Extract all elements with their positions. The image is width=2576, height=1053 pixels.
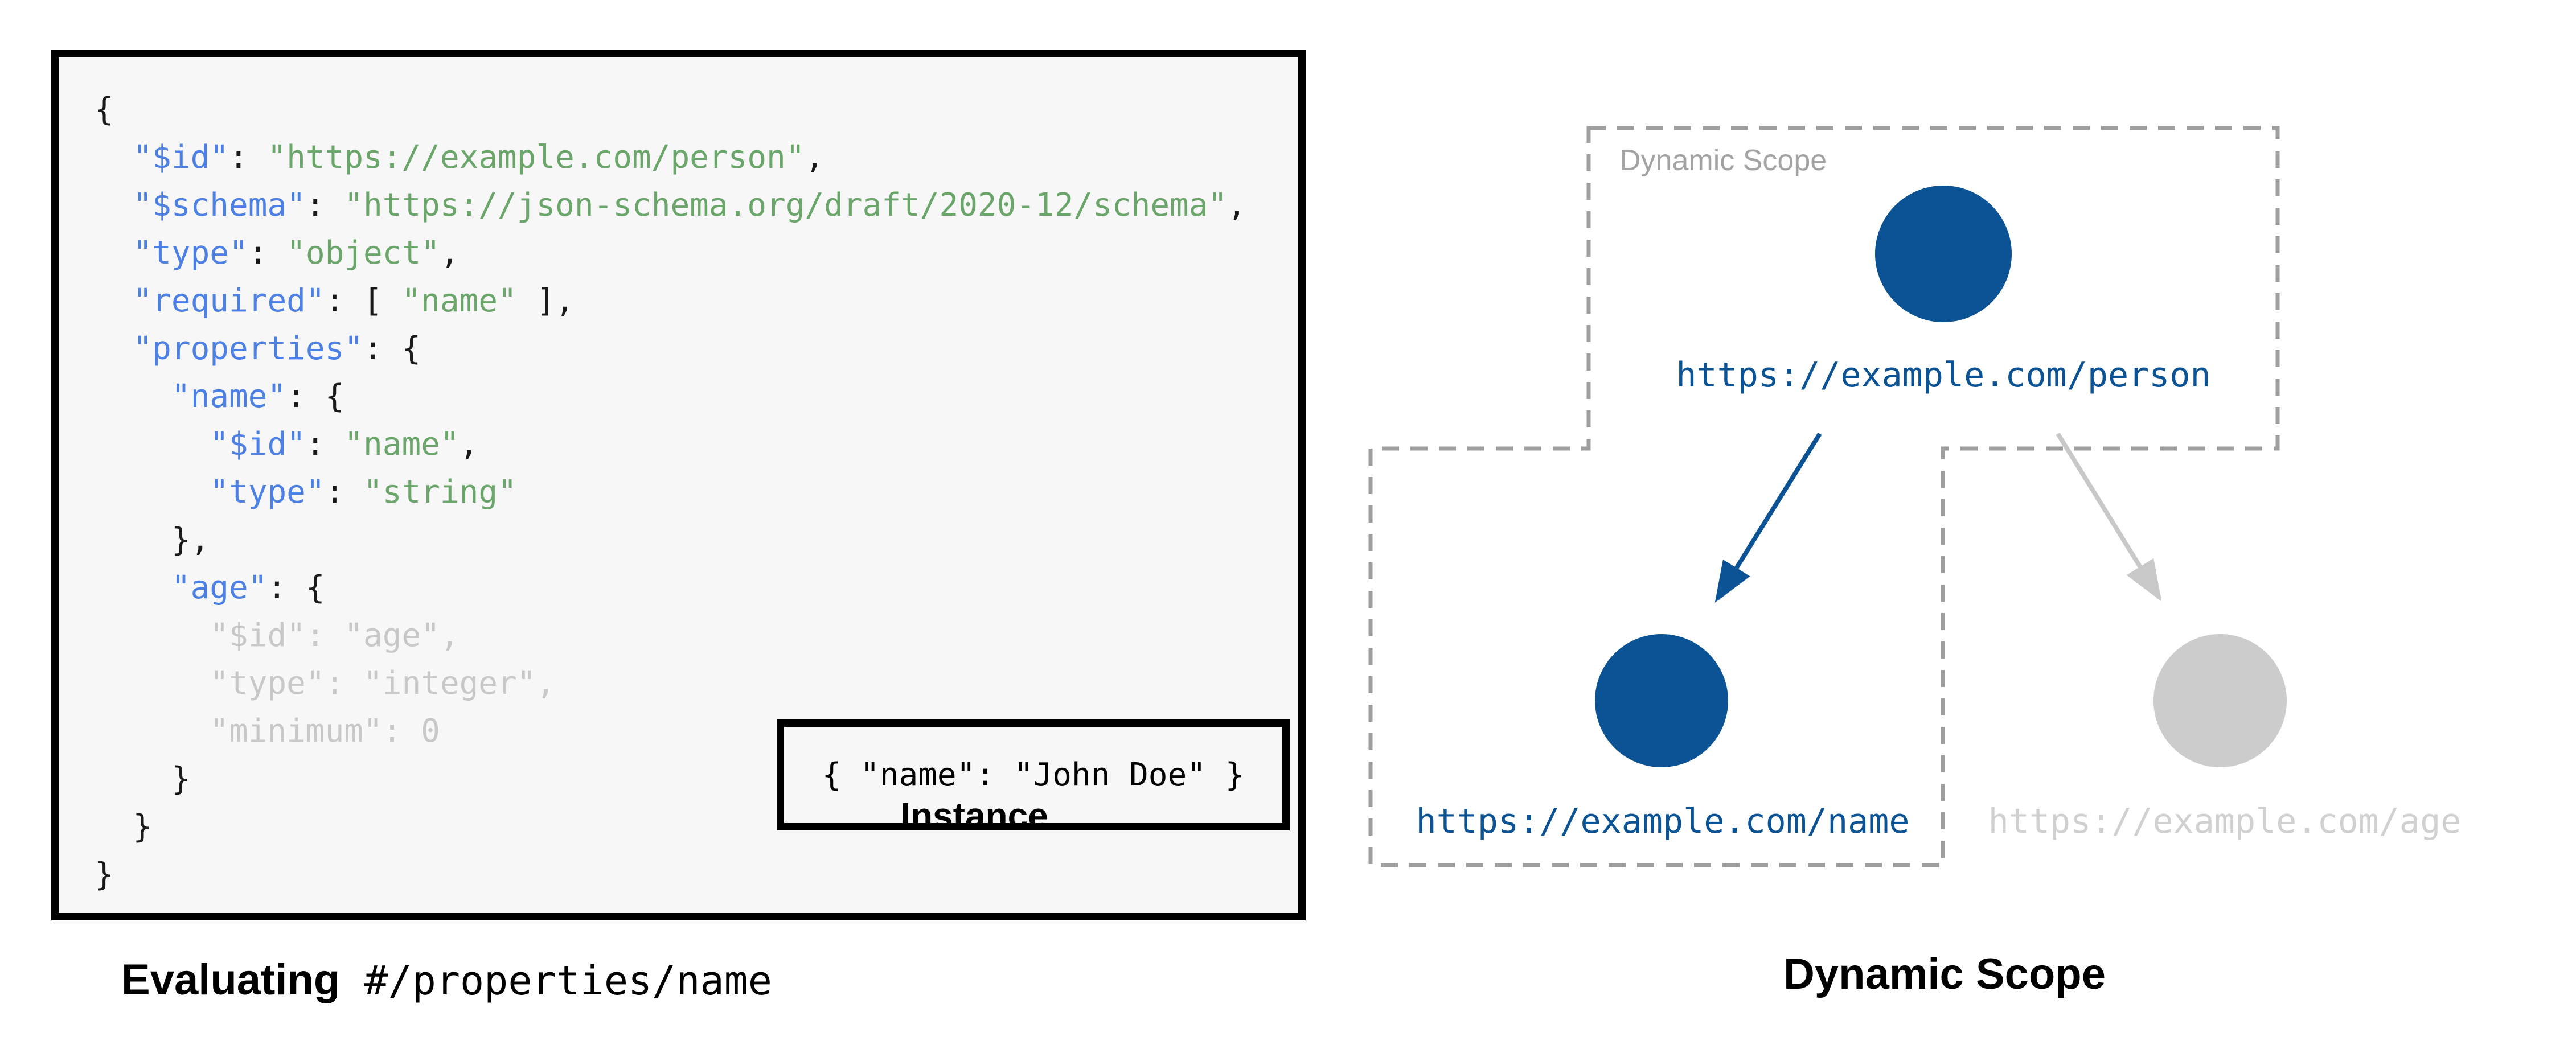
- diagram-title: Dynamic Scope: [1783, 950, 2106, 998]
- instance-json: { "name": "John Doe" }: [822, 756, 1245, 793]
- dynamic-scope-diagram: [1368, 126, 2287, 867]
- dynamic-scope-region-label: Dynamic Scope: [1619, 144, 1827, 177]
- name-node: [1595, 634, 1728, 767]
- evaluating-caption-path: #/properties/name: [340, 957, 772, 1004]
- arrow-person-to-age: [2056, 432, 2162, 602]
- evaluating-caption: Evaluating #/properties/name: [121, 955, 772, 1005]
- dynamic-scope-boundary: [1368, 126, 2280, 867]
- name-node-label: https://example.com/name: [1416, 801, 1910, 841]
- person-node-label: https://example.com/person: [1676, 355, 2211, 395]
- instance-box: { "name": "John Doe" }: [777, 719, 1290, 830]
- age-node-label: https://example.com/age: [1988, 801, 2462, 841]
- arrow-person-to-name: [1714, 432, 1822, 603]
- age-node: [2153, 634, 2287, 767]
- instance-label: Instance: [900, 795, 1048, 836]
- person-node: [1875, 186, 2012, 322]
- schema-code: { "$id": "https://example.com/person", "…: [95, 91, 1246, 893]
- evaluating-caption-bold: Evaluating: [121, 956, 341, 1004]
- schema-code-block: { "$id": "https://example.com/person", "…: [51, 50, 1306, 920]
